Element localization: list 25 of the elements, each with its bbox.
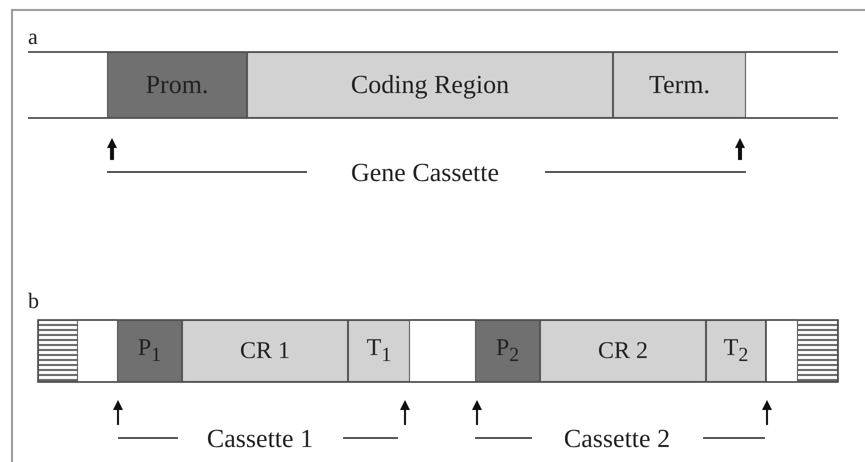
coding-region-box (247, 52, 613, 118)
promoter-box (475, 320, 540, 382)
promoter-box (117, 320, 182, 382)
region-label: Term. (649, 70, 710, 100)
hatched-block (38, 320, 78, 382)
terminator-box (706, 320, 766, 382)
region-label: Coding Region (350, 70, 510, 100)
region-label: T$_{2}$ (724, 335, 748, 367)
hatched-block (797, 320, 838, 382)
coding-region-box (182, 320, 348, 382)
panel-label: a (28, 26, 38, 48)
region-label: T$_{1}$ (366, 335, 392, 367)
cassette-label: Gene Cassette (351, 160, 499, 186)
cassette-label: Cassette 1 (206, 426, 314, 452)
region-label: P$_{1}$ (138, 335, 162, 367)
panel-label: b (28, 290, 39, 312)
region-label: Prom. (146, 70, 208, 100)
cassette-label: Cassette 2 (564, 426, 670, 452)
region-label: CR 2 (598, 338, 648, 364)
region-label: CR 1 (240, 338, 290, 364)
terminator-box (348, 320, 410, 382)
region-label: P$_{2}$ (496, 335, 520, 367)
promoter-box (107, 52, 247, 118)
terminator-box (613, 52, 746, 118)
coding-region-box (540, 320, 706, 382)
